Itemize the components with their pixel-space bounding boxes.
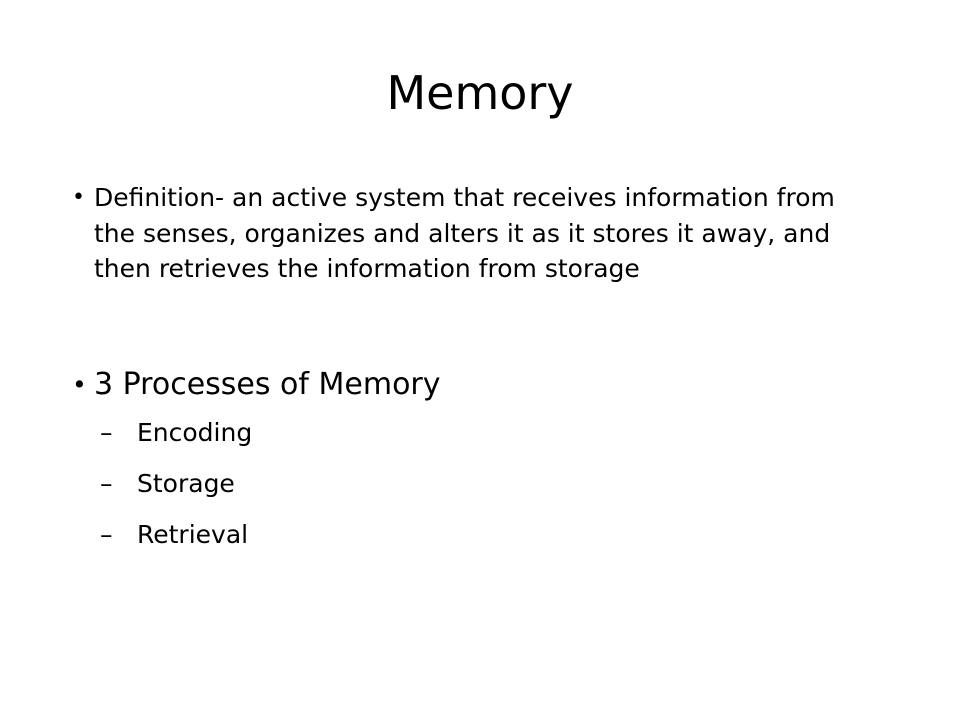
dash-icon: –	[100, 468, 113, 498]
bullet-text: 3 Processes of Memory	[94, 366, 441, 402]
list-item-text: Retrieval	[137, 519, 249, 549]
bullet-dot-icon: •	[72, 369, 87, 399]
bullet-dot-icon: •	[72, 185, 85, 210]
list-item: – Storage	[72, 466, 882, 502]
dash-icon: –	[100, 519, 113, 549]
list-item: – Encoding	[72, 415, 882, 451]
bullet-definition: • Definition- an active system that rece…	[72, 180, 882, 287]
list-item: – Retrieval	[72, 517, 882, 553]
slide-title: Memory	[386, 66, 574, 120]
list-item-text: Encoding	[137, 417, 253, 447]
list-item-text: Storage	[137, 468, 235, 498]
dash-icon: –	[100, 417, 113, 447]
bullet-text: Definition- an active system that receiv…	[94, 183, 835, 283]
slide-content: • Definition- an active system that rece…	[72, 180, 882, 553]
bullet-processes: • 3 Processes of Memory	[72, 363, 882, 407]
process-list: – Encoding – Storage – Retrieval	[72, 415, 882, 553]
